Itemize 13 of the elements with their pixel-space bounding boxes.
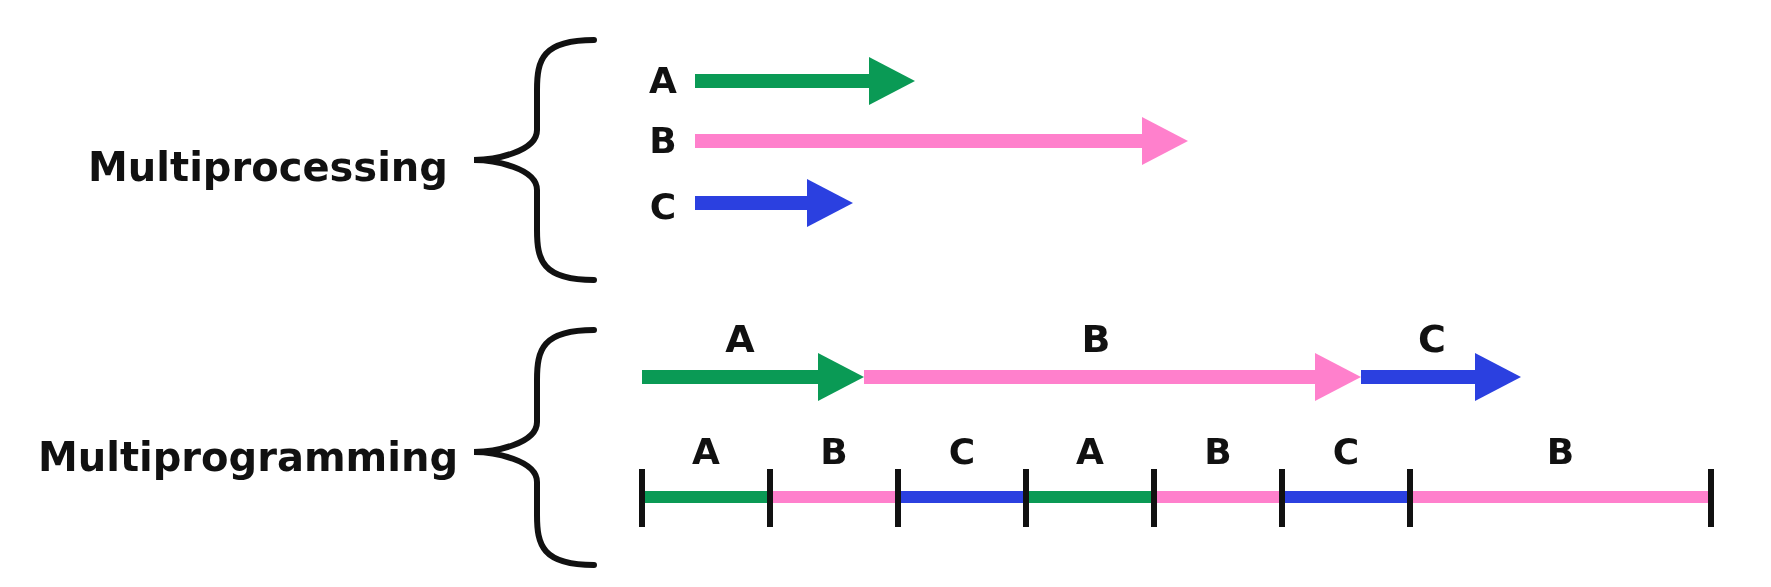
- process-label: B: [820, 434, 848, 470]
- process-label: B: [1546, 434, 1575, 470]
- process-label: C: [948, 434, 976, 470]
- process-label: A: [649, 63, 677, 99]
- process-label: B: [1081, 320, 1111, 358]
- process-label: C: [649, 189, 677, 225]
- process-label: C: [1332, 434, 1360, 470]
- process-label: B: [1204, 434, 1232, 470]
- process-label: A: [1076, 434, 1104, 470]
- process-label: C: [1418, 320, 1446, 358]
- process-label: B: [649, 123, 677, 159]
- process-label: A: [692, 434, 720, 470]
- process-label: A: [725, 320, 755, 358]
